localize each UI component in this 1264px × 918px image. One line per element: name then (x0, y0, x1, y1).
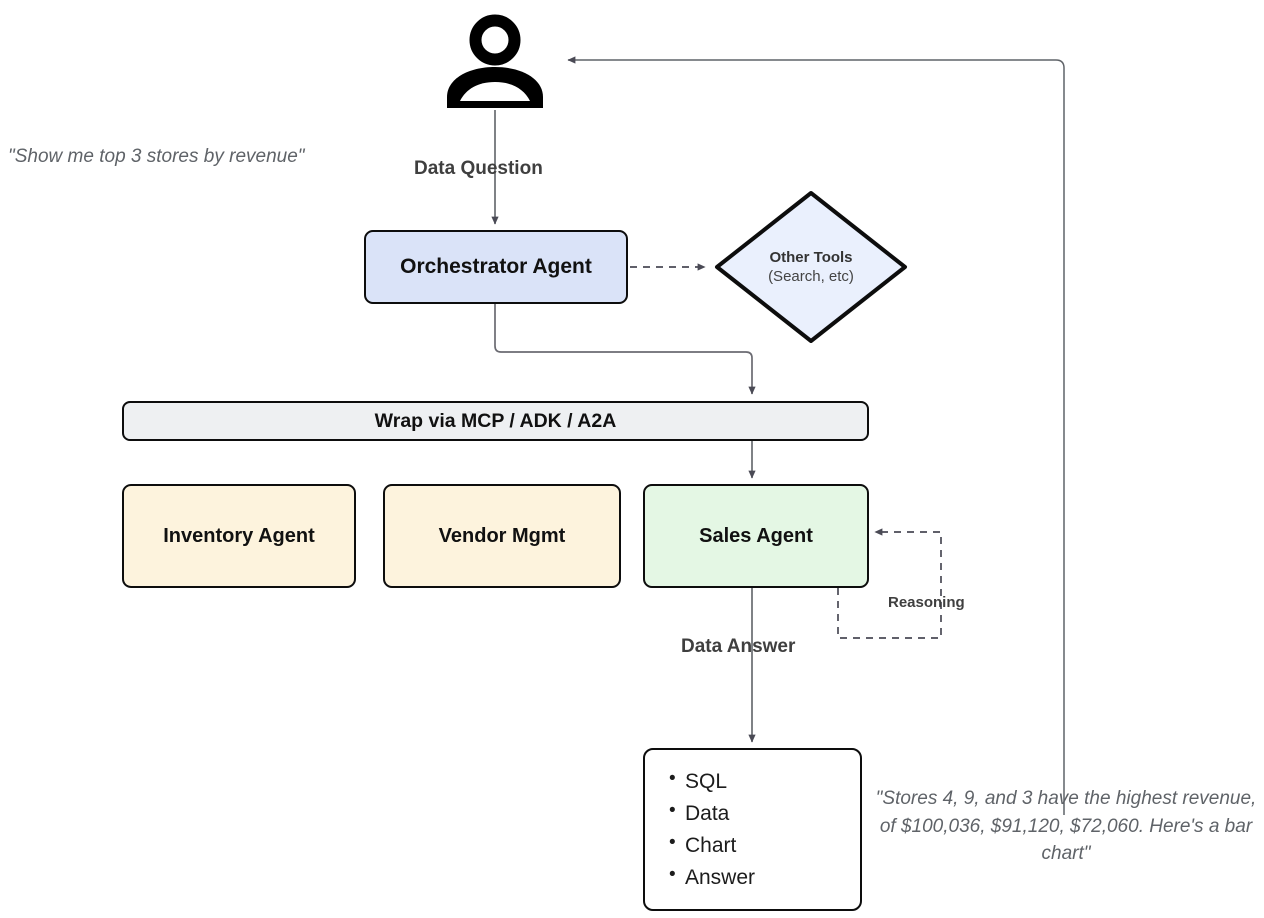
node-other-tools-subtitle: (Search, etc) (768, 268, 854, 285)
node-sales-agent[interactable]: Sales Agent (643, 484, 869, 588)
label-data-question: Data Question (414, 158, 543, 179)
person-icon (440, 5, 552, 113)
node-wrap-layer[interactable]: Wrap via MCP / ADK / A2A (122, 401, 869, 441)
output-artifact-item: SQL (669, 765, 860, 798)
node-vendor-mgmt-label: Vendor Mgmt (438, 524, 566, 547)
output-artifact-item: Data (669, 797, 860, 830)
user-question-quote: "Show me top 3 stores by revenue" (8, 146, 305, 167)
output-artifact-item: Answer (669, 861, 860, 894)
label-data-answer: Data Answer (681, 636, 796, 657)
node-other-tools[interactable]: Other Tools (Search, etc) (711, 187, 911, 347)
label-reasoning: Reasoning (888, 594, 965, 611)
node-sales-agent-label: Sales Agent (699, 524, 813, 547)
output-artifact-item: Chart (669, 829, 860, 862)
node-inventory-agent-label: Inventory Agent (163, 524, 315, 547)
node-other-tools-labels: Other Tools (Search, etc) (711, 187, 911, 347)
output-artifact-list: SQLDataChartAnswer (645, 750, 860, 894)
node-orchestrator-agent-label: Orchestrator Agent (400, 254, 592, 278)
node-vendor-mgmt[interactable]: Vendor Mgmt (383, 484, 621, 588)
diamond-shape (715, 191, 907, 343)
node-wrap-layer-label: Wrap via MCP / ADK / A2A (374, 409, 617, 432)
node-other-tools-title: Other Tools (769, 248, 853, 266)
node-output-artifacts[interactable]: SQLDataChartAnswer (643, 748, 862, 911)
node-inventory-agent[interactable]: Inventory Agent (122, 484, 356, 588)
node-orchestrator-agent[interactable]: Orchestrator Agent (364, 230, 628, 304)
answer-summary-quote: "Stores 4, 9, and 3 have the highest rev… (875, 788, 1257, 865)
